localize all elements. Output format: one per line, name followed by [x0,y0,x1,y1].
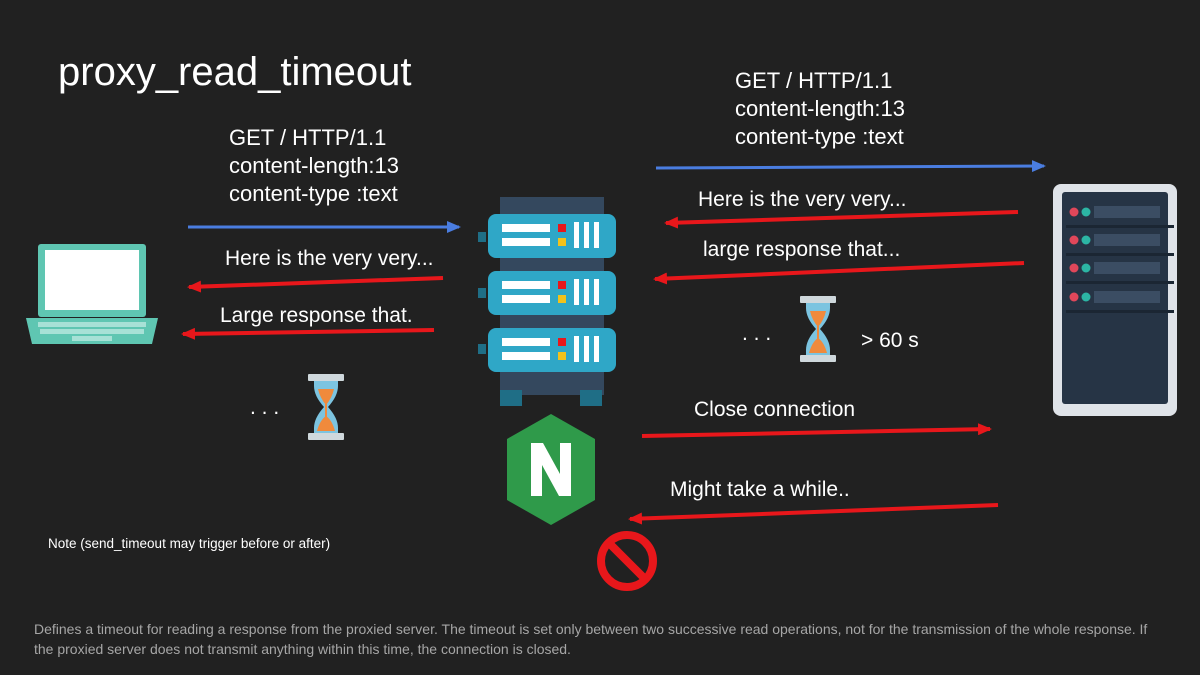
hourglass-icon [800,296,836,362]
nginx-logo [507,414,595,525]
client-request-headers: GET / HTTP/1.1 content-length:13 content-t… [229,124,399,208]
close-connection-label: Close connection [694,398,856,421]
client-wait-dots: . . . [250,396,280,419]
request-header: content-type :text [229,181,398,206]
upstream-response-label-1: Here is the very very... [698,188,907,211]
delayed-response-arrow [628,503,999,525]
upstream-request-arrow [655,160,1046,173]
send-timeout-note: Note (send_timeout may trigger before or… [48,536,331,551]
client-response-label-1: Here is the very very... [225,247,434,270]
close-connection-arrow [641,423,992,438]
prohibited-icon [597,531,657,591]
description-text: Defines a timeout for reading a response… [34,621,1148,657]
request-header: content-length:13 [735,96,906,121]
request-header: content-length:13 [229,153,400,178]
hourglass-icon [308,374,344,440]
timeout-duration: > 60 s [861,329,919,352]
upstream-request-headers: GET / HTTP/1.1 content-length:13 content-t… [735,67,905,151]
upstream-wait-dots: . . . [742,322,772,345]
upstream-response-arrow-2 [653,261,1025,285]
upstream-response-label-2: large response that... [703,238,901,261]
laptop-icon [26,244,158,344]
upstream-server-icon [1053,184,1177,416]
client-response-label-2: Large response that. [220,304,413,327]
server-rack-icon [478,197,616,406]
request-line: GET / HTTP/1.1 [229,125,387,150]
upstream-response-arrow-1 [664,210,1019,229]
client-response-arrow-2 [181,327,435,340]
delay-label: Might take a while.. [670,478,850,501]
client-response-arrow-1 [187,276,444,293]
request-header: content-type :text [735,124,904,149]
slide-title: proxy_read_timeout [58,50,412,94]
request-line: GET / HTTP/1.1 [735,68,893,93]
